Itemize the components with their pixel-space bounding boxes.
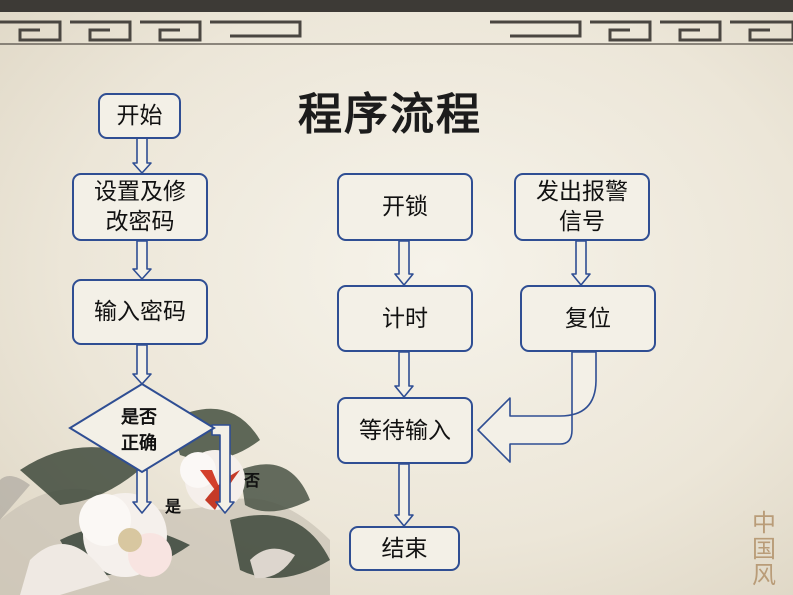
node-set-password: 设置及修 改密码 — [72, 173, 208, 241]
node-timer: 计时 — [337, 285, 473, 352]
node-start: 开始 — [98, 93, 181, 139]
arrow-input-to-check — [132, 344, 152, 385]
node-alarm: 发出报警 信号 — [514, 173, 650, 241]
top-border-band — [0, 0, 793, 12]
arrow-check-no — [211, 424, 235, 514]
arrow-timer-to-wait — [394, 351, 414, 398]
edge-label-no: 否 — [244, 471, 261, 490]
arrow-check-yes — [132, 469, 152, 514]
arrow-reset-to-wait — [477, 351, 597, 463]
node-unlock: 开锁 — [337, 173, 473, 241]
arrow-start-to-set — [132, 136, 152, 174]
node-input-password: 输入密码 — [72, 279, 208, 345]
node-check-label: 是否 正确 — [121, 407, 157, 454]
page-title: 程序流程 — [298, 89, 482, 140]
node-reset: 复位 — [520, 285, 656, 352]
arrow-alarm-to-reset — [571, 240, 591, 286]
arrow-set-to-input — [132, 240, 152, 280]
edge-label-yes: 是 — [165, 497, 182, 516]
fret-pattern — [0, 20, 793, 42]
arrow-unlock-to-timer — [394, 240, 414, 286]
node-end: 结束 — [349, 526, 460, 571]
arrow-wait-to-end — [394, 463, 414, 527]
node-wait-input: 等待输入 — [337, 397, 473, 464]
brand-logo: 中 国 风 — [752, 509, 776, 589]
